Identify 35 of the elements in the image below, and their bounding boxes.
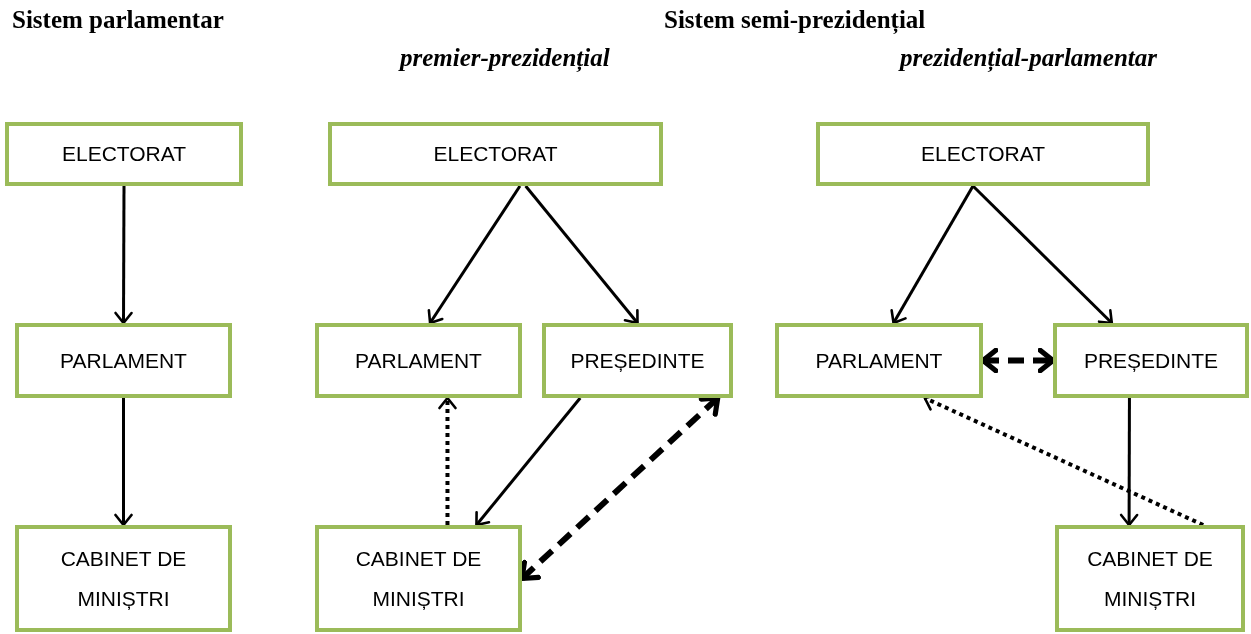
arrow: [475, 397, 582, 527]
arrow: [427, 185, 522, 325]
process-box: [315, 323, 522, 398]
arrow: [524, 185, 639, 325]
arrow: [438, 396, 457, 525]
box-label: ELECTORAT: [61, 141, 187, 168]
arrow: [114, 186, 133, 325]
box-label: CABINET DE MINIȘTRI: [1086, 545, 1214, 612]
box-label: PARLAMENT: [355, 347, 482, 374]
box-label: PREȘEDINTE: [1083, 347, 1219, 374]
process-box: [5, 122, 243, 186]
box-label: PARLAMENT: [815, 347, 943, 374]
arrow: [971, 184, 1114, 325]
arrow: [114, 398, 133, 527]
process-box: [775, 323, 983, 398]
heading: Sistem parlamentar: [12, 6, 224, 34]
subheading: prezidențial-parlamentar: [900, 44, 1157, 72]
process-box: [328, 122, 663, 186]
box-label: CABINET DE MINIȘTRI: [354, 545, 483, 612]
process-box: [542, 323, 733, 398]
box-label: ELECTORAT: [920, 141, 1046, 168]
arrow: [1119, 398, 1139, 527]
arrow: [890, 185, 975, 325]
process-box: [15, 525, 232, 632]
heading: Sistem semi-prezidențial: [664, 6, 926, 34]
process-box: [1055, 525, 1245, 632]
box-label: ELECTORAT: [433, 141, 558, 168]
box-label: PARLAMENT: [60, 347, 187, 374]
process-box: [15, 323, 232, 398]
subheading: premier-prezidențial: [400, 44, 610, 72]
box-label: CABINET DE MINIȘTRI: [59, 545, 188, 612]
box-label: PREȘEDINTE: [570, 347, 705, 374]
process-box: [1053, 323, 1249, 398]
process-box: [315, 525, 522, 632]
process-box: [816, 122, 1150, 186]
